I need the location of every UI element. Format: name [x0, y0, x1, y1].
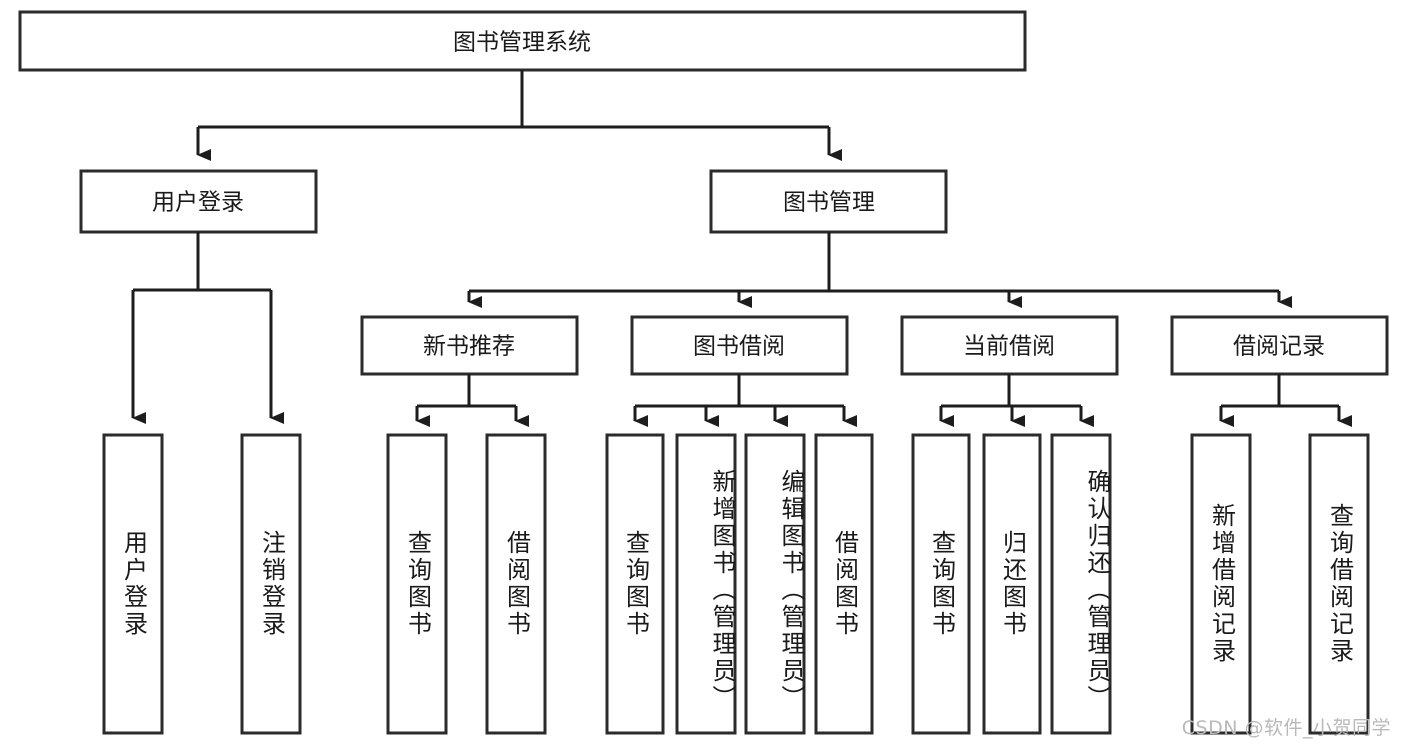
leaf-query-book-1-rect[interactable]	[386, 433, 448, 735]
node-root-rect	[18, 10, 1027, 72]
node-current-borrow-rect	[900, 315, 1119, 376]
leaf-user-logout-rect[interactable]	[240, 433, 302, 735]
leaf-add-record-rect[interactable]	[1190, 433, 1252, 735]
node-book-manage[interactable]: 图书管理	[709, 169, 948, 234]
node-user-login-label: 用户登录	[152, 190, 244, 216]
node-borrow-record-label: 借阅记录	[1233, 334, 1325, 360]
node-current-borrow[interactable]: 当前借阅	[900, 315, 1119, 376]
node-current-borrow-label: 当前借阅	[963, 334, 1055, 360]
node-new-book-recommend-label: 新书推荐	[423, 334, 515, 360]
node-book-manage-label: 图书管理	[783, 190, 875, 216]
watermark-credit: CSDN @软件_小贺同学	[1181, 717, 1391, 739]
node-user-login-rect	[79, 169, 318, 234]
leaf-add-book-rect[interactable]	[675, 433, 737, 735]
leaf-query-record-rect[interactable]	[1308, 433, 1370, 735]
leaf-confirm-return-rect[interactable]	[1050, 433, 1112, 735]
leaf-query-book-2-rect[interactable]	[605, 433, 665, 735]
node-book-borrow-label: 图书借阅	[693, 334, 785, 360]
node-book-borrow[interactable]: 图书借阅	[630, 315, 849, 376]
node-new-book-recommend[interactable]: 新书推荐	[360, 315, 579, 376]
connector-book-borrow-to-leaves	[633, 374, 857, 427]
node-user-login[interactable]: 用户登录	[79, 169, 318, 234]
leaf-return-book-rect[interactable]	[982, 433, 1042, 735]
connector-user-login-to-leaves	[131, 232, 284, 424]
leaf-edit-book-rect[interactable]	[744, 433, 806, 735]
node-root-label: 图书管理系统	[453, 30, 591, 56]
connector-book-manage-to-level3	[467, 232, 1292, 308]
connector-new-book-recommend-to-leaves	[415, 374, 529, 427]
leaf-boxes	[102, 433, 1370, 735]
connector-borrow-record-to-leaves	[1219, 374, 1352, 427]
node-root[interactable]: 图书管理系统	[18, 10, 1027, 72]
node-borrow-record[interactable]: 借阅记录	[1170, 315, 1389, 376]
connector-root-to-level2	[196, 70, 842, 161]
leaf-borrow-book-1-rect[interactable]	[485, 433, 547, 735]
leaf-user-login-rect[interactable]	[102, 433, 164, 735]
connector-current-borrow-to-leaves	[939, 374, 1094, 427]
leaf-borrow-book-2-rect[interactable]	[814, 433, 874, 735]
node-new-book-recommend-rect	[360, 315, 579, 376]
leaf-query-book-3-rect[interactable]	[911, 433, 971, 735]
